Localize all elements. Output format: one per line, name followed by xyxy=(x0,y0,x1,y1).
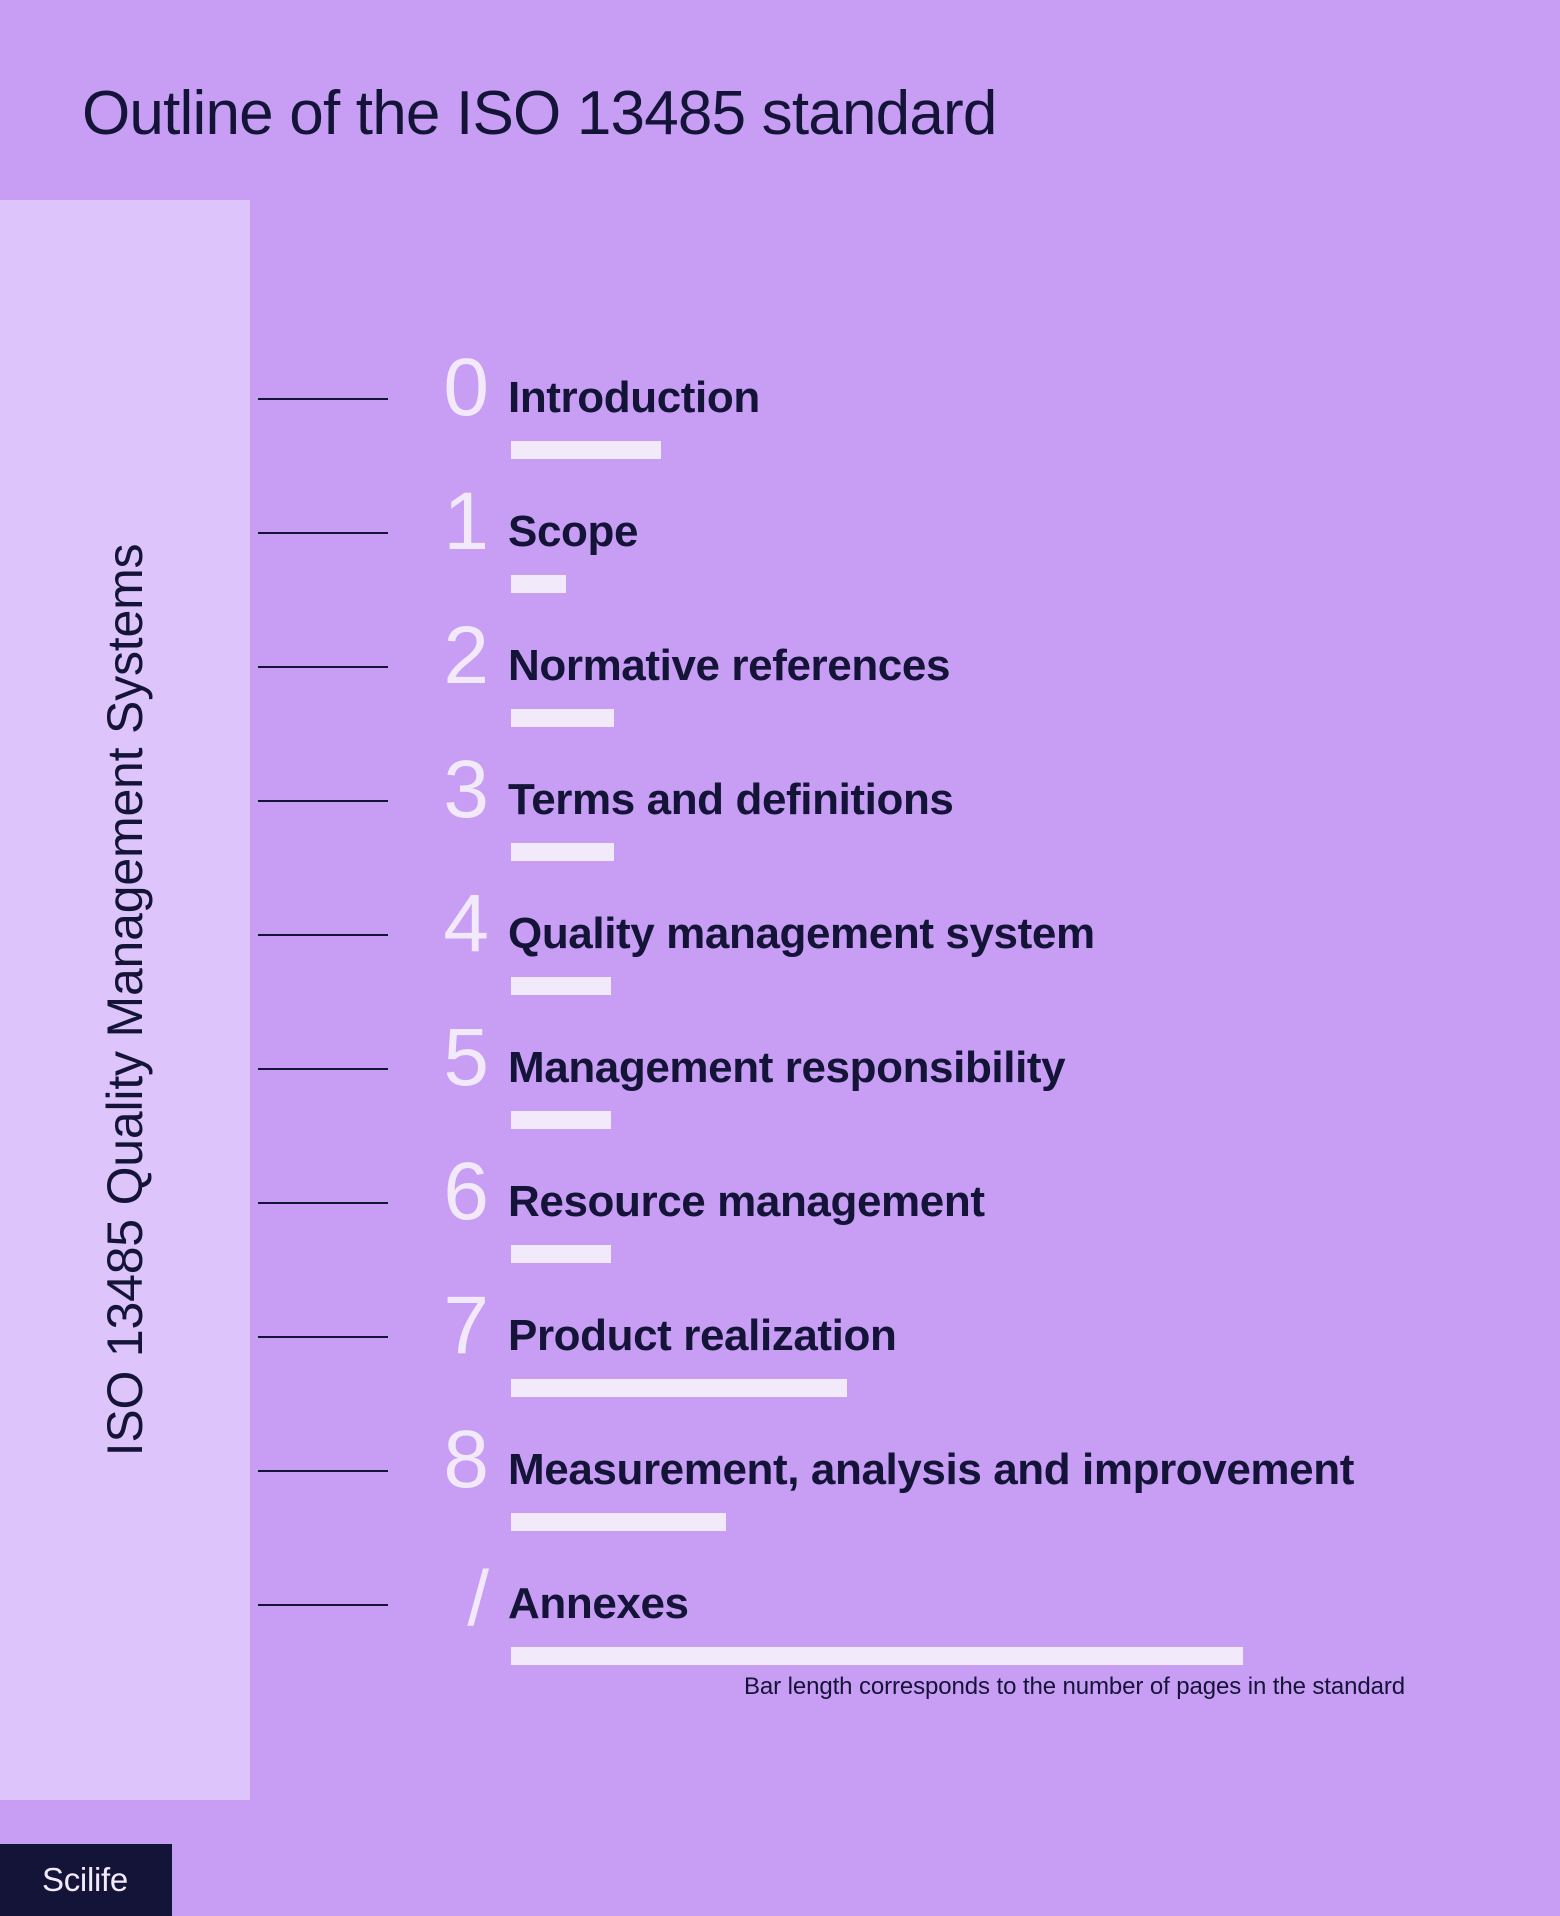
clause-label: Terms and definitions xyxy=(508,775,954,824)
leader-line-icon xyxy=(258,398,388,400)
page-count-bar xyxy=(511,441,661,459)
brand-badge: Scilife xyxy=(0,1844,172,1916)
clause-label: Scope xyxy=(508,507,639,556)
clause-number: 3 xyxy=(443,744,489,835)
page-count-bar xyxy=(511,1379,847,1397)
clause-number: 8 xyxy=(443,1414,489,1505)
page-count-bar xyxy=(511,1647,1243,1665)
clause-number: 5 xyxy=(443,1012,489,1103)
leader-line-icon xyxy=(258,800,388,802)
leader-line-icon xyxy=(258,1604,388,1606)
clause-number: / xyxy=(467,1554,489,1642)
clause-label: Quality management system xyxy=(508,909,1095,958)
clause-number: 2 xyxy=(443,610,489,701)
page-count-bar xyxy=(511,977,611,995)
leader-line-icon xyxy=(258,532,388,534)
clause-label: Annexes xyxy=(508,1579,689,1628)
leader-line-icon xyxy=(258,1068,388,1070)
left-side-panel: ISO 13485 Quality Management Systems xyxy=(0,200,250,1800)
leader-line-icon xyxy=(258,1336,388,1338)
clause-label: Management responsibility xyxy=(508,1043,1066,1092)
clause-number: 7 xyxy=(443,1280,489,1371)
page-title: Outline of the ISO 13485 standard xyxy=(82,79,997,148)
outline-row: / Annexes xyxy=(0,1554,1560,1695)
brand-name: Scilife xyxy=(42,1861,128,1898)
page-count-bar xyxy=(511,575,566,593)
clause-label: Introduction xyxy=(508,373,760,422)
leader-line-icon xyxy=(258,1470,388,1472)
page-count-bar xyxy=(511,1111,611,1129)
leader-line-icon xyxy=(258,666,388,668)
clause-number: 1 xyxy=(443,476,489,567)
clause-number: 0 xyxy=(443,342,489,433)
page-count-bar xyxy=(511,1245,611,1263)
clause-number: 6 xyxy=(443,1146,489,1237)
bar-length-caption: Bar length corresponds to the number of … xyxy=(744,1673,1405,1700)
clause-label: Product realization xyxy=(508,1311,897,1360)
leader-line-icon xyxy=(258,934,388,936)
clause-label: Resource management xyxy=(508,1177,985,1226)
page-count-bar xyxy=(511,1513,726,1531)
page-count-bar xyxy=(511,843,614,861)
clause-label: Measurement, analysis and improvement xyxy=(508,1445,1354,1494)
clause-number: 4 xyxy=(443,878,489,969)
clause-label: Normative references xyxy=(508,641,951,690)
page-count-bar xyxy=(511,709,614,727)
leader-line-icon xyxy=(258,1202,388,1204)
